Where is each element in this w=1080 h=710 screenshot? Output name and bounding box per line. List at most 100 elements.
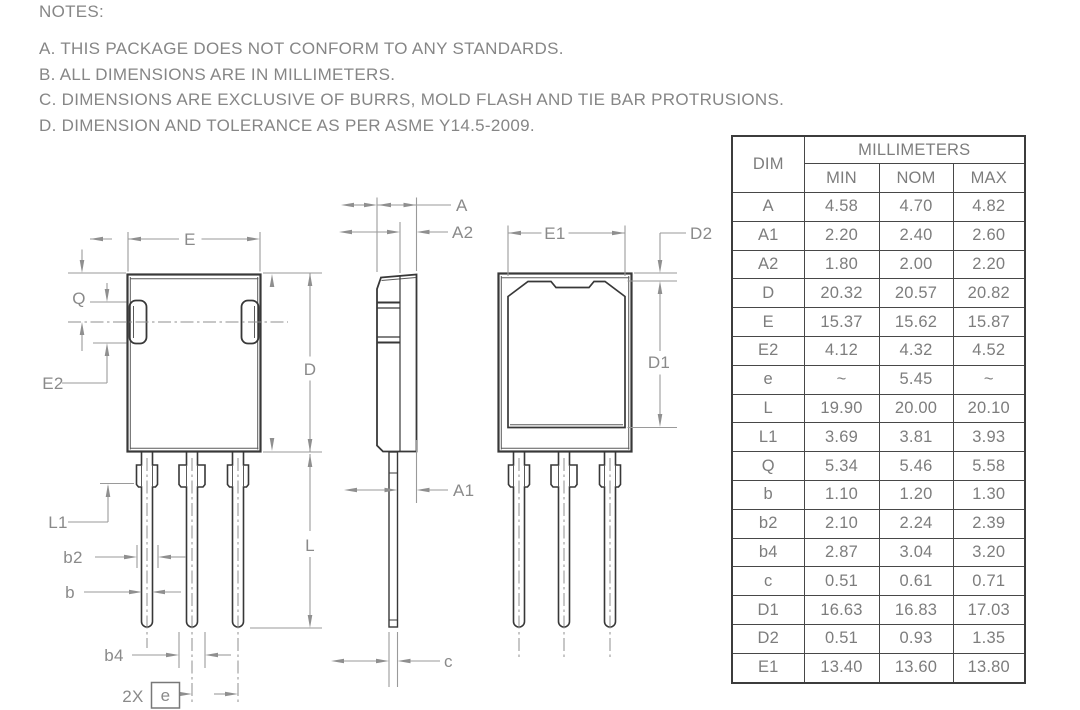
dim-label-Q: Q <box>72 289 86 308</box>
dim-label-E: E <box>184 230 196 249</box>
min-cell: 2.87 <box>803 537 880 568</box>
min-cell: 1.80 <box>803 249 880 280</box>
dim-cell: L1 <box>731 422 805 453</box>
notes-title: NOTES: <box>39 2 105 21</box>
dimension-lines <box>62 197 686 695</box>
dim-label-c: c <box>444 652 453 671</box>
back-view <box>497 272 633 657</box>
max-cell: 0.71 <box>952 566 1026 597</box>
dim-label-A1: A1 <box>453 481 474 500</box>
max-cell: 13.80 <box>952 652 1026 684</box>
dim-cell: A2 <box>731 249 805 280</box>
min-cell: 15.37 <box>803 307 880 337</box>
dim-cell: E1 <box>731 652 805 684</box>
min-cell: 4.12 <box>803 335 880 366</box>
min-column-header: MIN <box>803 163 880 193</box>
dim-label-D1: D1 <box>648 353 670 372</box>
heatsink-pad <box>507 280 626 429</box>
min-cell: 13.40 <box>803 652 880 684</box>
dim-label-e: e <box>161 686 171 705</box>
pitch-qty-label: 2X <box>122 687 143 706</box>
max-cell: 15.87 <box>952 307 1026 337</box>
nom-column-header: NOM <box>878 163 954 193</box>
dim-column-header: DIM <box>731 135 805 193</box>
side-view <box>376 273 418 628</box>
max-cell: 1.30 <box>952 479 1026 510</box>
dim-label-b: b <box>65 583 75 602</box>
note-line: C. DIMENSIONS ARE EXCLUSIVE OF BURRS, MO… <box>39 90 785 109</box>
note-line: A. THIS PACKAGE DOES NOT CONFORM TO ANY … <box>39 39 564 58</box>
nom-cell: 0.93 <box>878 623 954 654</box>
max-cell: 2.20 <box>952 249 1026 280</box>
max-cell: 17.03 <box>952 595 1026 625</box>
nom-cell: 5.45 <box>878 364 954 395</box>
dim-cell: b2 <box>731 508 805 539</box>
nom-cell: 20.00 <box>878 393 954 424</box>
side-lead <box>388 451 399 628</box>
max-cell: 20.10 <box>952 393 1026 424</box>
max-cell: ~ <box>952 364 1026 395</box>
dim-label-L: L <box>305 536 315 555</box>
max-cell: 1.35 <box>952 623 1026 654</box>
dim-cell: D <box>731 278 805 309</box>
dim-label-E2: E2 <box>42 374 63 393</box>
nom-cell: 3.04 <box>878 537 954 568</box>
min-cell: 1.10 <box>803 479 880 510</box>
dim-cell: E <box>731 307 805 337</box>
min-cell: 2.20 <box>803 220 880 251</box>
dim-label-b4: b4 <box>104 646 124 665</box>
nom-cell: 4.32 <box>878 335 954 366</box>
e-reference-box <box>150 681 181 709</box>
min-cell: 16.63 <box>803 595 880 625</box>
min-cell: ~ <box>803 364 880 395</box>
min-cell: 2.10 <box>803 508 880 539</box>
dim-label-b2: b2 <box>63 548 83 567</box>
notes-block: NOTES: A. THIS PACKAGE DOES NOT CONFORM … <box>39 2 784 138</box>
dimension-labels: E Q E2 D L L1 b2 b b4 2X e A A2 A1 c E1 … <box>42 196 712 709</box>
back-leads <box>507 452 622 657</box>
table-row: e~5.45~ <box>731 364 1026 395</box>
max-cell: 5.58 <box>952 451 1026 481</box>
front-leads <box>135 452 250 705</box>
min-cell: 20.32 <box>803 278 880 309</box>
dim-cell: c <box>731 566 805 597</box>
dim-label-E1: E1 <box>544 224 565 243</box>
min-cell: 3.69 <box>803 422 880 453</box>
dim-cell: D1 <box>731 595 805 625</box>
max-cell: 3.20 <box>952 537 1026 568</box>
dim-cell: E2 <box>731 335 805 366</box>
dimension-arrowheads <box>79 202 663 697</box>
dim-label-L1: L1 <box>48 513 68 532</box>
nom-cell: 2.00 <box>878 249 954 280</box>
min-cell: 19.90 <box>803 393 880 424</box>
note-line: B. ALL DIMENSIONS ARE IN MILLIMETERS. <box>39 64 396 84</box>
nom-cell: 2.24 <box>878 508 954 539</box>
dim-cell: b4 <box>731 537 805 568</box>
nom-cell: 16.83 <box>878 595 954 625</box>
nom-cell: 0.61 <box>878 566 954 597</box>
max-cell: 3.93 <box>952 422 1026 453</box>
nom-cell: 1.20 <box>878 479 954 510</box>
nom-cell: 5.46 <box>878 451 954 481</box>
nom-cell: 20.57 <box>878 278 954 309</box>
min-cell: 4.58 <box>803 192 880 222</box>
dim-cell: Q <box>731 451 805 481</box>
max-cell: 2.60 <box>952 220 1026 251</box>
dim-cell: A <box>731 192 805 222</box>
max-column-header: MAX <box>952 163 1026 193</box>
